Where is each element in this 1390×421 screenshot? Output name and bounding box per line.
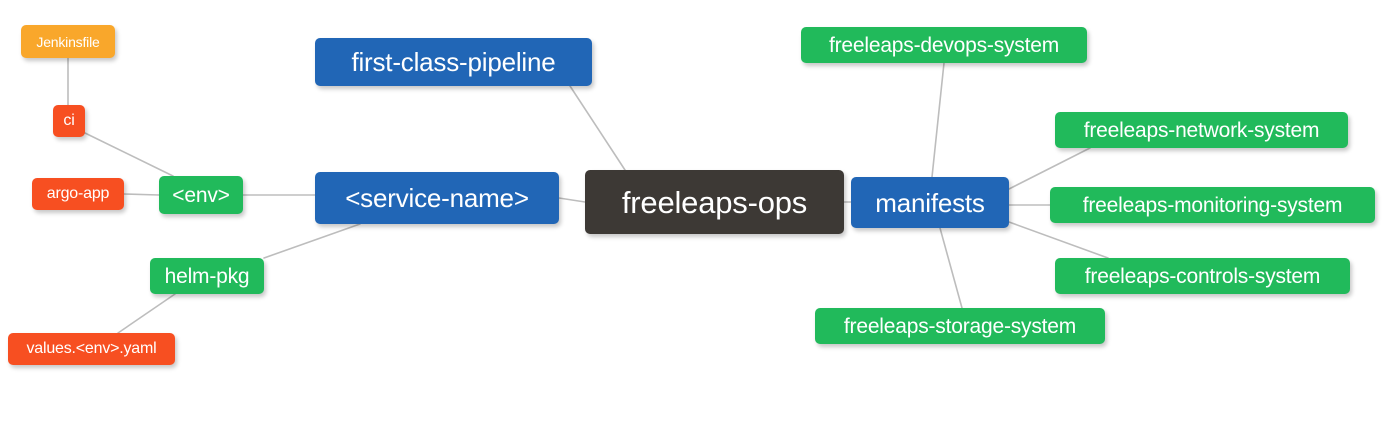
node-label-argo-app: argo-app — [46, 185, 110, 202]
node-helm-pkg[interactable]: helm-pkg — [150, 258, 264, 294]
edge-service-name-to-helm-pkg — [263, 223, 361, 259]
node-label-freeleaps-network-system: freeleaps-network-system — [1083, 118, 1320, 142]
node-freeleaps-ops[interactable]: freeleaps-ops — [585, 170, 844, 234]
node-label-freeleaps-monitoring-system: freeleaps-monitoring-system — [1082, 193, 1343, 217]
node-jenkinsfile[interactable]: Jenkinsfile — [21, 25, 115, 58]
edge-manifests-to-freeleaps-storage-system — [939, 227, 963, 309]
node-label-jenkinsfile: Jenkinsfile — [36, 33, 100, 50]
node-freeleaps-storage-system[interactable]: freeleaps-storage-system — [815, 308, 1105, 344]
node-label-helm-pkg: helm-pkg — [164, 264, 250, 288]
node-label-manifests: manifests — [875, 187, 985, 218]
node-service-name[interactable]: <service-name> — [315, 172, 559, 224]
edge-manifests-to-freeleaps-devops-system — [931, 62, 945, 178]
node-label-freeleaps-controls-system: freeleaps-controls-system — [1084, 264, 1321, 288]
node-freeleaps-monitoring-system[interactable]: freeleaps-monitoring-system — [1050, 187, 1375, 223]
node-label-freeleaps-devops-system: freeleaps-devops-system — [829, 33, 1059, 57]
node-freeleaps-network-system[interactable]: freeleaps-network-system — [1055, 112, 1348, 148]
edge-env-to-argo-app — [123, 193, 160, 196]
node-freeleaps-controls-system[interactable]: freeleaps-controls-system — [1055, 258, 1350, 294]
node-ci[interactable]: ci — [53, 105, 85, 137]
edge-manifests-to-freeleaps-controls-system — [1008, 221, 1109, 259]
node-label-service-name: <service-name> — [345, 183, 529, 213]
node-label-values-env-yaml: values.<env>.yaml — [26, 340, 157, 357]
node-env[interactable]: <env> — [159, 176, 243, 214]
edge-freeleaps-ops-to-service-name — [558, 197, 586, 203]
edge-manifests-to-freeleaps-network-system — [1008, 147, 1091, 190]
node-freeleaps-devops-system[interactable]: freeleaps-devops-system — [801, 27, 1087, 63]
node-label-first-class-pipeline: first-class-pipeline — [351, 47, 556, 77]
node-values-env-yaml[interactable]: values.<env>.yaml — [8, 333, 175, 365]
edge-env-to-ci — [84, 132, 174, 177]
node-label-freeleaps-ops: freeleaps-ops — [621, 184, 808, 220]
edge-helm-pkg-to-values-env-yaml — [117, 293, 176, 334]
node-manifests[interactable]: manifests — [851, 177, 1009, 228]
node-label-env: <env> — [172, 183, 230, 207]
node-label-freeleaps-storage-system: freeleaps-storage-system — [843, 314, 1077, 338]
node-label-ci: ci — [63, 112, 75, 129]
node-argo-app[interactable]: argo-app — [32, 178, 124, 210]
node-first-class-pipeline[interactable]: first-class-pipeline — [315, 38, 592, 86]
edge-freeleaps-ops-to-first-class-pipeline — [569, 85, 626, 171]
